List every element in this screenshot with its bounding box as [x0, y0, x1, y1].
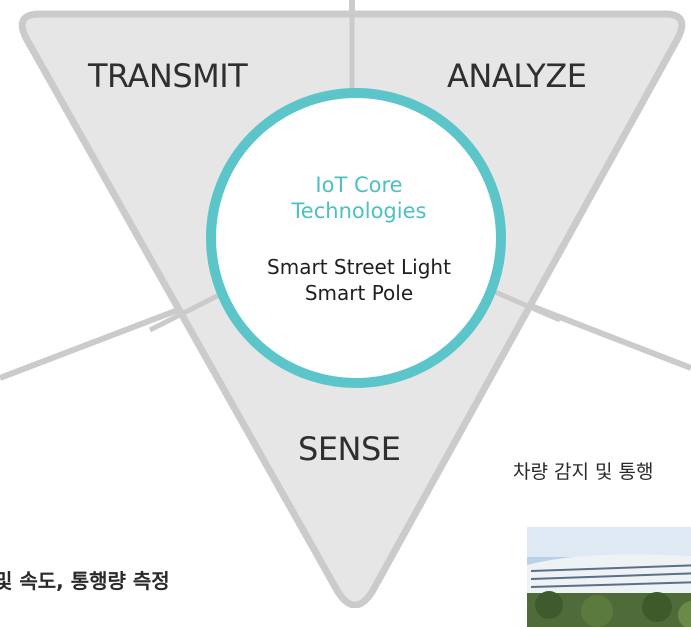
segment-divider-right	[494, 289, 561, 323]
core-title-line2: Technologies	[291, 199, 427, 223]
application-list: Smart Street Light Smart Pole	[219, 254, 499, 306]
segment-label-transmit: TRANSMIT	[88, 57, 248, 95]
application-smart-street-light: Smart Street Light	[267, 255, 451, 279]
core-title-line1: IoT Core	[315, 173, 403, 197]
segment-label-analyze: ANALYZE	[447, 57, 587, 95]
core-technologies-title: IoT Core Technologies	[219, 172, 499, 224]
diagram-canvas	[0, 0, 691, 608]
segment-label-sense: SENSE	[298, 430, 401, 468]
core-circle	[206, 88, 506, 388]
caption-speed-traffic: 및 속도, 통행량 측정	[0, 569, 170, 593]
caption-vehicle-detection: 차량 감지 및 통행	[513, 461, 654, 483]
stadium-photo	[527, 527, 691, 627]
segment-divider-left	[148, 289, 227, 333]
application-smart-pole: Smart Pole	[304, 281, 414, 305]
